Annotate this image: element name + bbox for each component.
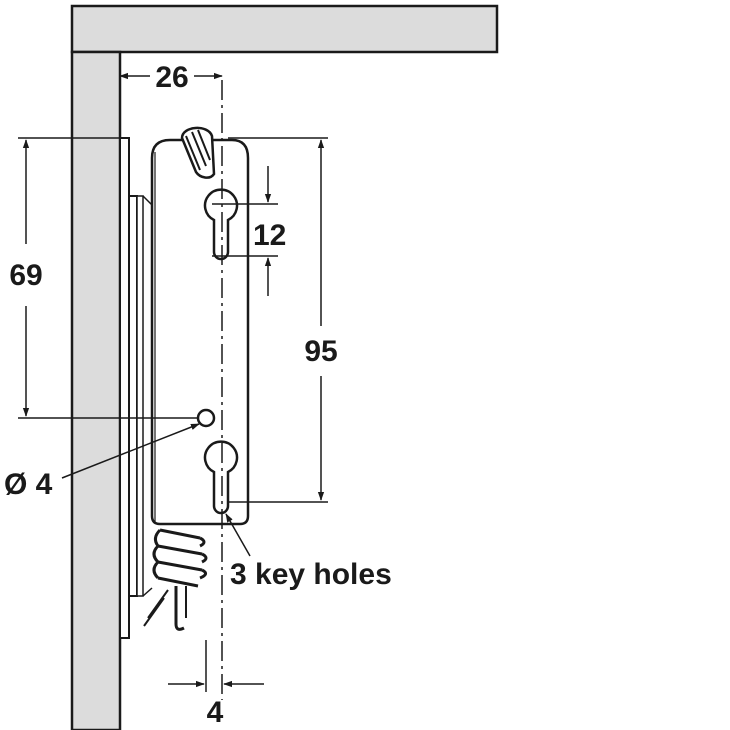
side-panel bbox=[70, 50, 122, 730]
dim-95: 95 bbox=[228, 137, 338, 503]
dim-12: 12 bbox=[212, 166, 286, 296]
dim-69: 69 bbox=[9, 137, 198, 419]
key-holes-callout: 3 key holes bbox=[225, 513, 392, 591]
dim-26-label: 26 bbox=[155, 61, 188, 94]
cabinet-panels bbox=[70, 4, 499, 730]
pin-diameter-label: Ø 4 bbox=[4, 468, 53, 501]
spring bbox=[143, 528, 208, 631]
dim-12-label: 12 bbox=[253, 219, 286, 252]
dim-bottom-4-label: 4 bbox=[207, 696, 224, 729]
dim-69-label: 69 bbox=[9, 259, 42, 292]
keyhole-bottom bbox=[203, 440, 239, 515]
mounting-plate bbox=[119, 137, 153, 639]
dim-pin-diameter: Ø 4 bbox=[4, 423, 200, 501]
dim-bottom-4: 4 bbox=[168, 640, 264, 729]
dim-26: 26 bbox=[119, 61, 223, 94]
key-holes-label: 3 key holes bbox=[230, 558, 392, 591]
top-panel bbox=[70, 4, 499, 54]
dim-95-label: 95 bbox=[304, 335, 337, 368]
pin-hole bbox=[196, 408, 216, 428]
top-hook bbox=[180, 126, 216, 179]
